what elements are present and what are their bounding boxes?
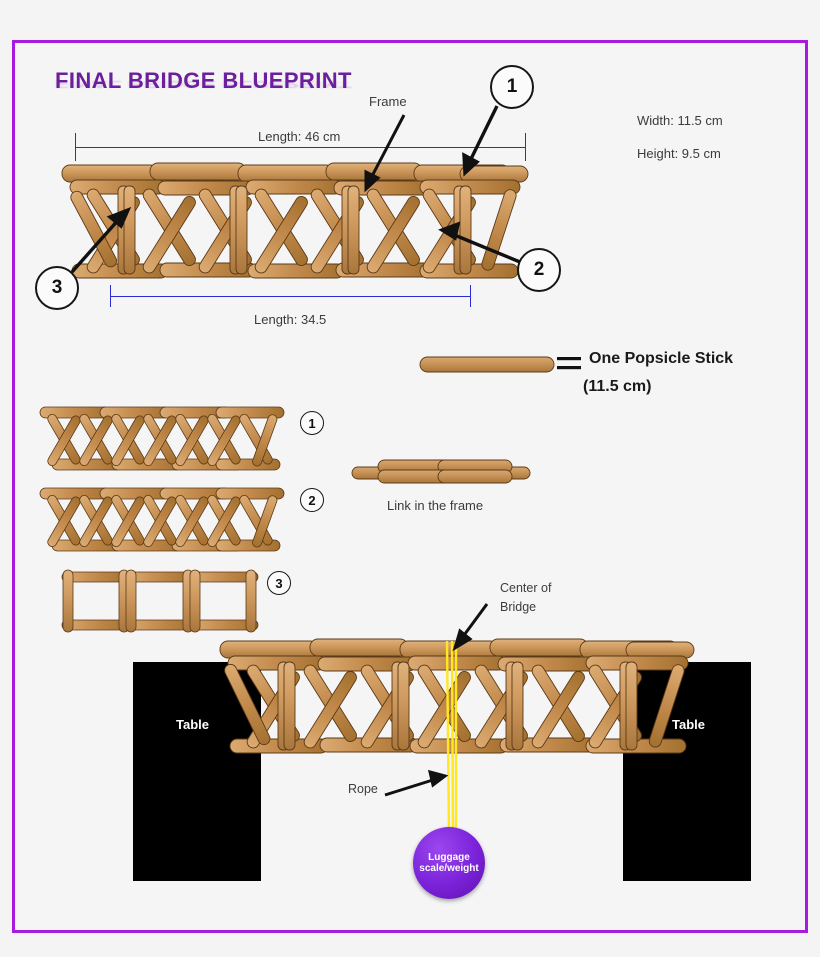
left-table-label: Table bbox=[176, 717, 209, 732]
right-table bbox=[623, 662, 751, 881]
frame-link-sample bbox=[351, 459, 531, 484]
center-of-bridge-label-line2: Bridge bbox=[500, 600, 537, 614]
right-table-label: Table bbox=[672, 717, 705, 732]
dimension-tick-top-right bbox=[525, 133, 526, 161]
component-1-side-panel bbox=[39, 406, 285, 471]
component-2-side-panel bbox=[39, 487, 285, 552]
equals-icon bbox=[557, 357, 581, 370]
popsicle-stick-sample bbox=[419, 356, 555, 373]
legend-stick-label-line2: (11.5 cm) bbox=[583, 378, 652, 395]
spec-height: Height: 9.5 cm bbox=[637, 146, 721, 161]
dimension-line-bottom bbox=[110, 296, 470, 297]
frame-link-label: Link in the frame bbox=[387, 498, 484, 513]
callout-circle-2[interactable]: 2 bbox=[517, 248, 561, 292]
main-bridge-truss bbox=[61, 162, 529, 279]
frame-label: Frame bbox=[369, 94, 407, 109]
luggage-scale-weight[interactable]: Luggage scale/weight bbox=[413, 827, 485, 899]
dimension-tick-bottom-left bbox=[110, 285, 111, 307]
component-callout-3[interactable]: 3 bbox=[267, 571, 291, 595]
component-callout-1[interactable]: 1 bbox=[300, 411, 324, 435]
scale-label-line2: scale/weight bbox=[419, 863, 479, 874]
legend-stick-label-line1: One Popsicle Stick bbox=[589, 350, 734, 367]
center-of-bridge-label-line1: Center of bbox=[500, 581, 552, 595]
dimension-tick-bottom-right bbox=[470, 285, 471, 307]
callout-circle-3[interactable]: 3 bbox=[35, 266, 79, 310]
callout-circle-1[interactable]: 1 bbox=[490, 65, 534, 109]
dimension-line-top bbox=[75, 147, 525, 148]
rope-label: Rope bbox=[348, 782, 378, 796]
assembly-bridge-truss bbox=[219, 638, 695, 754]
scale-label-line1: Luggage bbox=[428, 851, 470, 863]
dimension-label-bottom: Length: 34.5 bbox=[254, 312, 327, 327]
dimension-label-top: Length: 46 cm bbox=[253, 129, 346, 144]
page-title: FINAL BRIDGE BLUEPRINT bbox=[55, 68, 352, 93]
component-3-deck-frame bbox=[61, 569, 259, 633]
dimension-tick-top-left bbox=[75, 133, 76, 161]
spec-width: Width: 11.5 cm bbox=[637, 113, 723, 128]
component-callout-2[interactable]: 2 bbox=[300, 488, 324, 512]
